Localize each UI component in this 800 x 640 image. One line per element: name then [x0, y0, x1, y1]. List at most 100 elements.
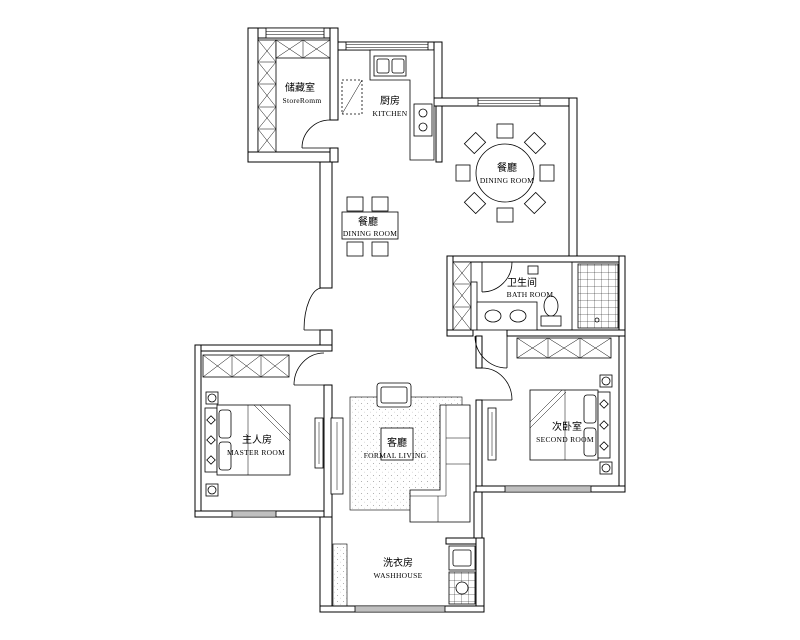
wall-east [618, 255, 626, 493]
chair [346, 241, 364, 257]
master-nightstand-top [205, 391, 219, 405]
living-armchair [376, 382, 412, 408]
chair [463, 131, 487, 155]
windows [231, 27, 592, 613]
master-wardrobe [202, 354, 290, 378]
master-headboard [204, 407, 218, 473]
coffee-table [380, 427, 414, 461]
kitchen: 厨房 KITCHEN [341, 49, 435, 161]
formal-living-label-cn: 客廳 [387, 436, 407, 449]
wall-second-left-lower [475, 399, 483, 493]
wall-bath-top [446, 255, 626, 263]
master-tv [314, 417, 324, 469]
chair [523, 191, 547, 215]
wall-bath-left [446, 255, 454, 337]
second-tv [487, 407, 497, 461]
walls [194, 27, 626, 613]
store-tall-cabinet [257, 39, 277, 153]
living-tv-cabinet [330, 417, 344, 495]
dining-table [341, 211, 399, 240]
second-nightstand-bottom [599, 461, 613, 475]
pillow [583, 427, 597, 457]
store-top-cabinet [275, 39, 331, 59]
shower-tray [577, 263, 619, 329]
kitchen-sink [373, 55, 407, 77]
wall-bath-bottom-right [506, 329, 626, 337]
door-bath-bottom [474, 335, 508, 369]
master-room-label-cn: 主人房 [242, 433, 272, 446]
second-bed [529, 389, 599, 461]
store-room: 储藏室 StoreRomm [257, 39, 331, 153]
kitchen-label-en: KITCHEN [372, 109, 407, 118]
round-table-chairs [455, 123, 555, 223]
master-nightstand-bottom [205, 483, 219, 497]
wall-washhouse-left [319, 516, 333, 613]
chair [455, 164, 471, 182]
store-room-label-en: StoreRomm [283, 96, 322, 105]
wall-store-left [247, 27, 259, 163]
chair [496, 207, 514, 223]
second-wardrobe [516, 337, 612, 359]
kitchen-label-cn: 厨房 [380, 94, 400, 107]
wall-bath-bottom-left [446, 329, 474, 337]
kitchen-stove [413, 103, 433, 137]
toilet [540, 295, 562, 327]
dining-room-round: 餐廳 DINING ROOM [455, 123, 555, 223]
wall-store-bottom [247, 151, 339, 163]
dining-room-small-label-en: DINING ROOM [343, 229, 397, 238]
wall-corridor-left-upper [319, 161, 333, 289]
bath-room-label-en: BATH ROOM [507, 290, 554, 299]
pillow [218, 441, 232, 471]
window-second-room [504, 485, 592, 493]
pillow [218, 409, 232, 439]
second-room-label-en: SECOND ROOM [536, 435, 594, 444]
chair [346, 196, 364, 212]
second-room-label-cn: 次卧室 [552, 420, 582, 433]
master-room: 主人房 MASTER ROOM [202, 354, 324, 497]
master-bed [216, 404, 291, 476]
floor-drain-box [527, 265, 539, 275]
second-headboard [597, 391, 611, 459]
washbasin [484, 309, 502, 323]
door-bath-top [481, 261, 513, 293]
wall-kitchen-right [433, 41, 443, 103]
washhouse-shelf [332, 543, 348, 607]
door-entrance [303, 287, 323, 331]
formal-living-label-en: FORMAL LIVING [364, 451, 427, 460]
washhouse-label-cn: 洗衣房 [383, 556, 413, 569]
washhouse: 洗衣房 WASHHOUSE [332, 543, 476, 607]
wall-dining-left [435, 105, 443, 163]
bath-cabinet [452, 261, 472, 331]
washbasin-unit [448, 545, 476, 571]
wall-store-right-lower [329, 147, 339, 163]
door-store-room [301, 119, 331, 149]
kitchen-fridge [341, 79, 363, 115]
bath-room: 卫生间 BATH ROOM [452, 261, 619, 331]
wall-washhouse-right [475, 537, 485, 613]
wall-store-right-upper [329, 27, 339, 121]
wall-living-right-lower [473, 491, 483, 541]
bath-shelf [470, 281, 478, 331]
doors [293, 119, 513, 401]
round-dining-table [475, 143, 535, 203]
master-room-label-en: MASTER ROOM [227, 448, 285, 457]
washing-machine [448, 571, 476, 605]
window-master-room [231, 510, 277, 518]
wall-master-left [194, 344, 202, 518]
second-nightstand-top [599, 374, 613, 388]
chair [371, 241, 389, 257]
window-dining-room [477, 97, 541, 107]
chair [463, 191, 487, 215]
living-sofa [409, 404, 471, 523]
chair [496, 123, 514, 139]
second-room: 次卧室 SECOND ROOM [487, 337, 613, 475]
bath-vanity [476, 301, 538, 331]
pillow [583, 394, 597, 424]
door-second-room [481, 367, 513, 401]
dining-room-round-label-en: DINING ROOM [480, 176, 534, 185]
window-washhouse [354, 605, 446, 613]
door-master-room [293, 352, 325, 386]
washbasin [509, 309, 527, 323]
